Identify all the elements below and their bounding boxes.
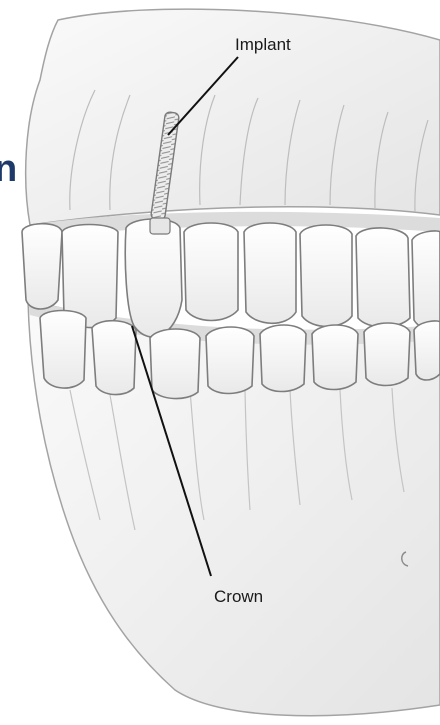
upper-tooth [356,228,410,327]
upper-tooth [125,219,182,337]
lower-tooth [92,321,136,395]
lower-tooth [414,321,440,380]
upper-tooth [184,223,238,321]
lower-teeth [40,311,440,399]
lower-tooth [312,325,358,390]
upper-tooth [300,225,352,327]
lower-tooth [40,311,86,389]
implant-label: Implant [235,36,291,53]
upper-jaw-bone [26,9,440,225]
crown-label: Crown [214,588,263,605]
upper-tooth [244,223,296,323]
upper-tooth [22,224,62,309]
lower-tooth [150,329,200,399]
lower-tooth [260,325,306,392]
cropped-edge-text: n [0,150,17,188]
lower-tooth [206,327,254,394]
upper-tooth [412,231,440,328]
lower-tooth [364,323,410,386]
